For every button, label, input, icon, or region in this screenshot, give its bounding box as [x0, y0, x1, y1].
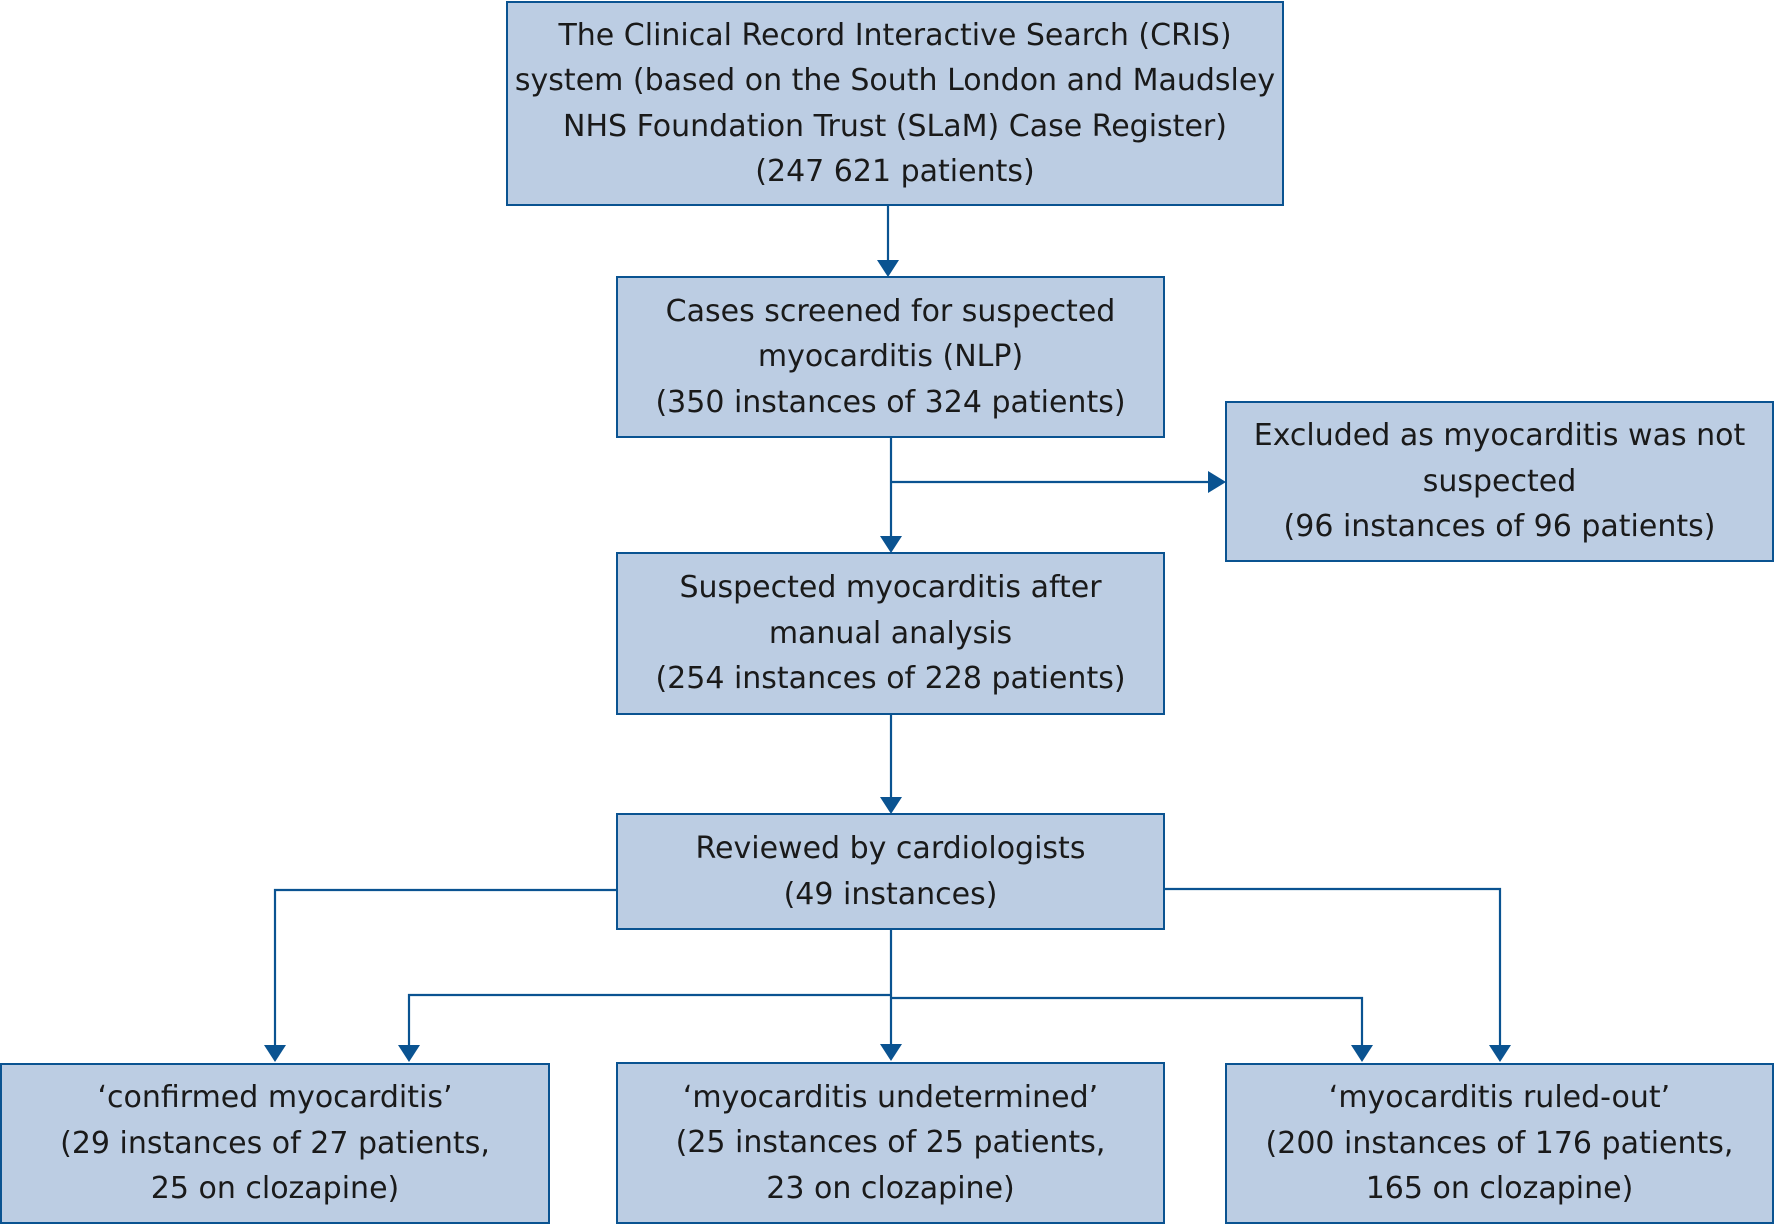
undetermined-box: ‘myocarditis undetermined’ (25 instances… — [616, 1062, 1165, 1224]
arrowhead — [880, 536, 902, 553]
reviewed-line: Reviewed by cardiologists — [695, 831, 1086, 866]
undetermined-line: (25 instances of 25 patients, — [675, 1125, 1106, 1161]
arrowhead — [264, 1045, 286, 1062]
cris-source-box: The Clinical Record Interactive Search (… — [506, 1, 1284, 206]
suspected-line: manual analysis — [768, 615, 1013, 651]
arrow-reviewed-to-confirmed-outer — [273, 888, 616, 1047]
arrowhead — [1208, 471, 1226, 493]
arrowhead — [880, 797, 902, 814]
screened-line: Cases screened for suspected — [665, 293, 1116, 329]
confirmed-line: (29 instances of 27 patients, — [60, 1125, 490, 1161]
arrowhead — [880, 1044, 902, 1061]
ruled-out-line: (200 instances of 176 patients, — [1265, 1125, 1734, 1161]
arrowhead — [398, 1045, 420, 1062]
excluded-box: Excluded as myocarditis was not suspecte… — [1225, 401, 1774, 562]
suspected-line: Suspected myocarditis after — [679, 570, 1102, 606]
arrowhead — [1351, 1045, 1373, 1062]
ruled-out-box: ‘myocarditis ruled-out’ (200 instances o… — [1225, 1063, 1774, 1224]
cris-line: system (based on the South London and Ma… — [514, 63, 1276, 98]
arrow-reviewed-to-ruled-out-outer — [1163, 887, 1502, 1047]
cris-line: (247 621 patients) — [755, 154, 1035, 189]
excluded-line: suspected — [1422, 463, 1577, 499]
excluded-line: Excluded as myocarditis was not — [1253, 418, 1746, 454]
ruled-out-line: 165 on clozapine) — [1365, 1171, 1634, 1207]
confirmed-box: ‘confirmed myocarditis’ (29 instances of… — [0, 1063, 550, 1224]
confirmed-line: ‘confirmed myocarditis’ — [97, 1080, 453, 1116]
screened-line: (350 instances of 324 patients) — [655, 384, 1126, 420]
confirmed-line: 25 on clozapine) — [150, 1171, 400, 1207]
suspected-line: (254 instances of 228 patients) — [655, 661, 1126, 697]
undetermined-line: 23 on clozapine) — [766, 1170, 1015, 1206]
screened-box: Cases screened for suspected myocarditis… — [616, 276, 1165, 438]
cris-line: NHS Foundation Trust (SLaM) Case Registe… — [563, 108, 1227, 144]
reviewed-box: Reviewed by cardiologists (49 instances) — [616, 813, 1165, 930]
cris-line: The Clinical Record Interactive Search (… — [558, 17, 1232, 53]
suspected-box: Suspected myocarditis after manual analy… — [616, 552, 1165, 715]
arrow-reviewed-to-confirmed-inner — [407, 993, 891, 1047]
ruled-out-line: ‘myocarditis ruled-out’ — [1328, 1080, 1671, 1116]
excluded-line: (96 instances of 96 patients) — [1283, 509, 1716, 545]
arrowhead — [877, 260, 899, 277]
arrow-reviewed-to-ruled-out-inner — [891, 996, 1364, 1047]
arrowhead — [1489, 1045, 1511, 1062]
reviewed-line: (49 instances) — [783, 876, 998, 912]
screened-line: myocarditis (NLP) — [757, 339, 1024, 375]
undetermined-line: ‘myocarditis undetermined’ — [682, 1079, 1099, 1115]
